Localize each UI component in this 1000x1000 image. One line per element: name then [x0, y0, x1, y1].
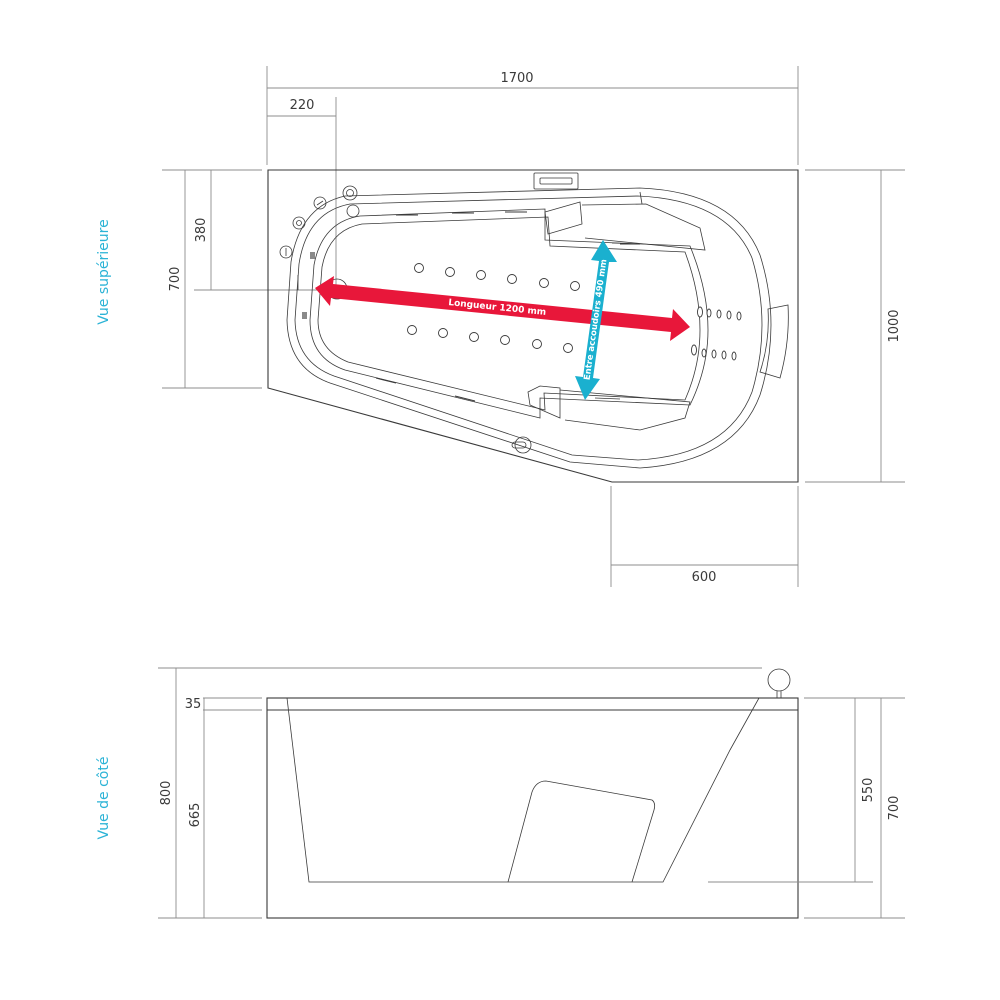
control-knob	[313, 196, 327, 210]
tub-rim-inner	[294, 195, 763, 461]
side-view-label: Vue de côté	[96, 757, 112, 840]
dimension-rim-thickness: 35	[185, 697, 262, 712]
top-view-label: Vue supérieure	[96, 219, 112, 324]
dim-220: 220	[290, 98, 315, 113]
dim-665: 665	[188, 803, 203, 828]
rim-slots	[375, 211, 640, 402]
control-pad	[310, 252, 315, 259]
dim-1700: 1700	[500, 71, 533, 86]
side-backrest	[507, 780, 656, 883]
controls-top-left	[279, 185, 360, 259]
tub-basin-inner	[317, 216, 701, 411]
dim-700-side: 700	[887, 796, 902, 821]
foot-jets	[691, 306, 742, 361]
drain-valve	[511, 436, 532, 454]
dimension-overall-height: 800	[158, 667, 762, 919]
dim-35: 35	[185, 697, 202, 712]
dimension-left-height: 700	[162, 169, 262, 389]
dimension-overall-length: 1700	[266, 66, 799, 165]
side-basin	[286, 697, 760, 883]
headrest-pillow	[759, 304, 789, 379]
dimension-right-side-height: 700	[804, 698, 905, 919]
tub-outer-outline	[267, 169, 799, 483]
dim-800: 800	[159, 781, 174, 806]
dim-700-top: 700	[168, 267, 183, 292]
control-knob	[292, 216, 306, 230]
tub-basin-outer	[309, 208, 709, 419]
dimension-left-offset: 220	[267, 97, 337, 290]
dimension-bottom-right-width: 600	[610, 486, 799, 587]
dim-600: 600	[692, 570, 717, 585]
dimension-inner-depth: 665	[188, 698, 205, 918]
dim-550: 550	[861, 778, 876, 803]
top-view: Vue supérieure 1700 220 700 380	[96, 66, 905, 587]
dim-380: 380	[194, 218, 209, 243]
tub-rim-outer	[286, 187, 772, 469]
overflow-handle	[533, 172, 579, 190]
control-pad	[302, 312, 307, 319]
side-tap	[767, 668, 791, 698]
body-jets	[407, 263, 580, 353]
side-outer-outline	[266, 697, 799, 919]
dim-1000: 1000	[887, 309, 902, 342]
armrest-bottom	[527, 385, 691, 431]
dimension-left-partial-height: 380	[194, 170, 340, 291]
dimension-right-inner-height: 550	[708, 697, 905, 883]
dimension-right-height: 1000	[805, 169, 905, 483]
side-view: Vue de côté 800 35 665	[96, 667, 905, 919]
length-arrow: Longueur 1200 mm	[315, 276, 690, 341]
control-knob	[279, 245, 293, 259]
